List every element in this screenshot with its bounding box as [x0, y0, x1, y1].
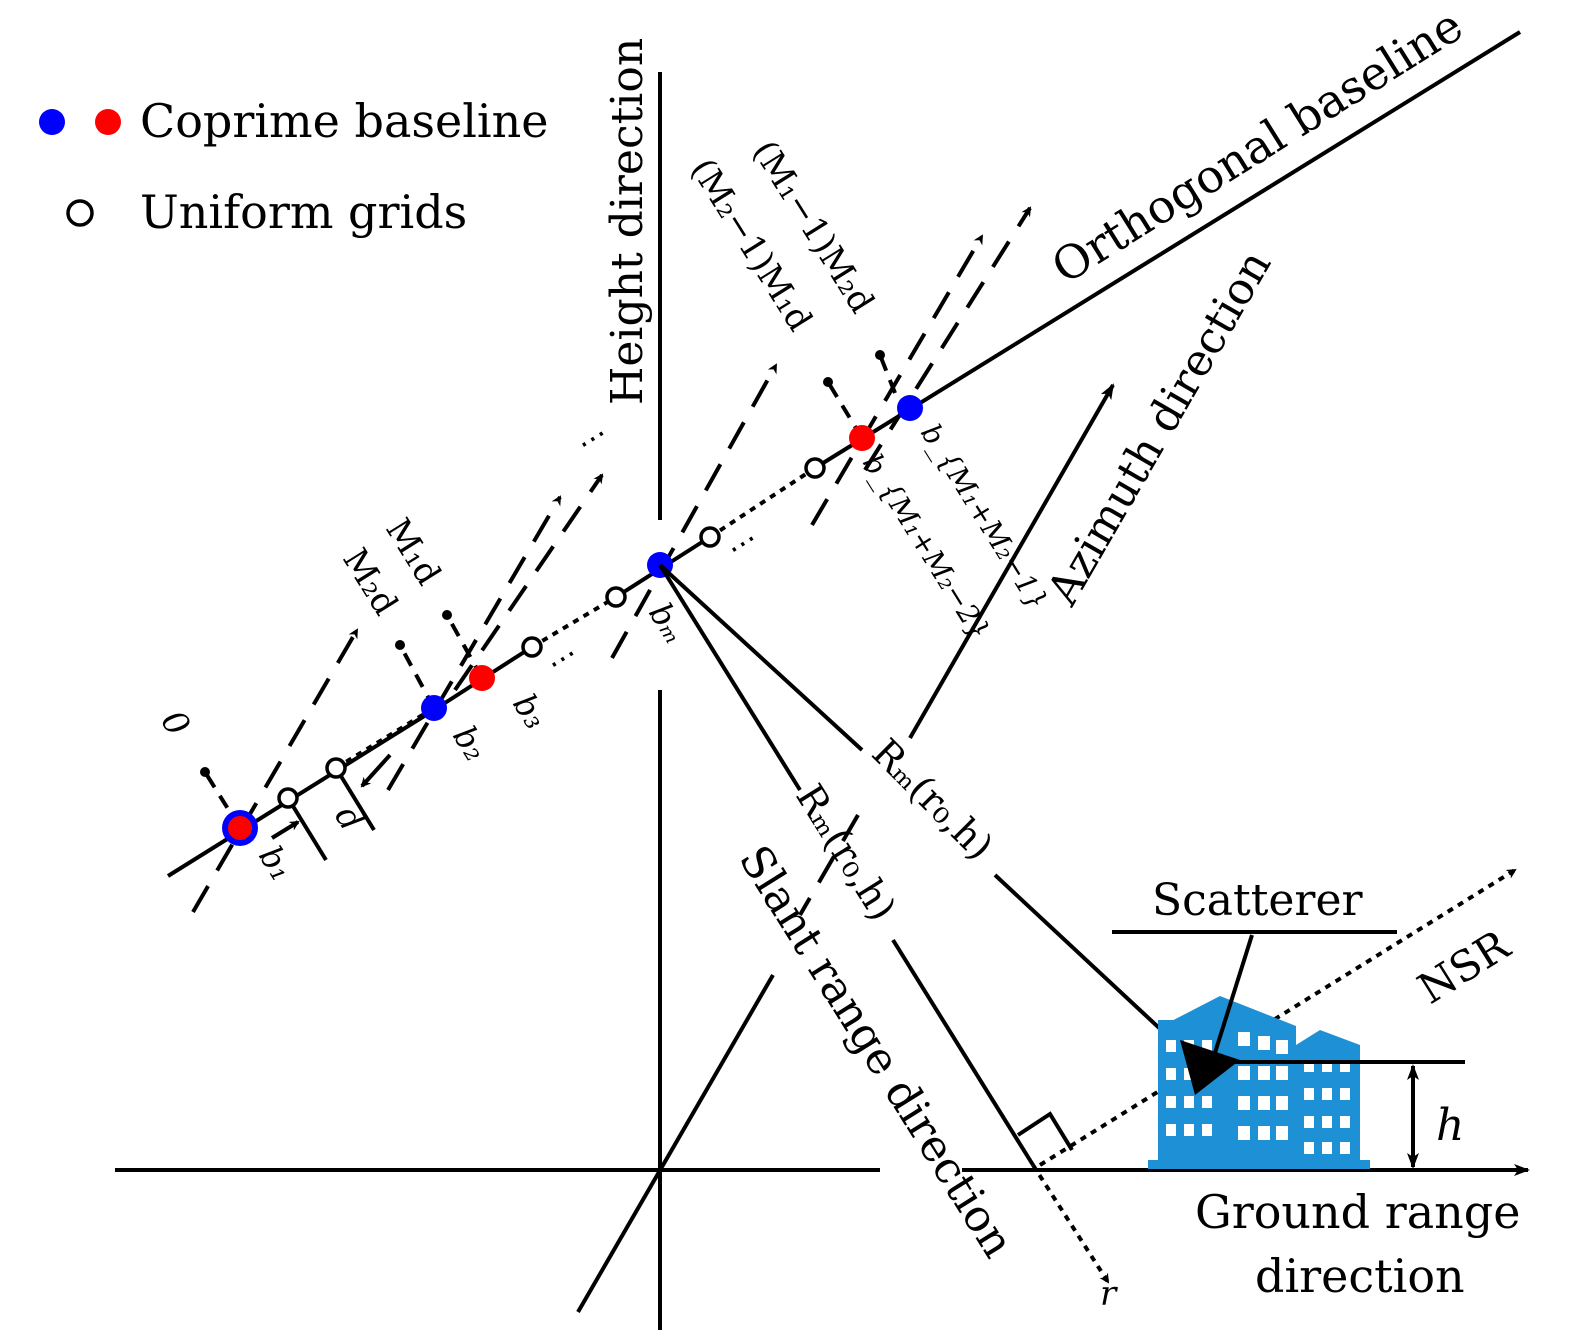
d-arrow-2: [360, 753, 392, 788]
far-arrow-a: [810, 234, 984, 527]
grid-point: [277, 787, 299, 809]
scatterer-pointer: [1206, 934, 1254, 1077]
orthogonal-baseline-dotted2: [708, 466, 817, 539]
range-vector-2a: [658, 563, 864, 752]
m1d-arrow-a: [386, 495, 562, 792]
range-vector-1a: [658, 563, 802, 792]
r-label: r: [1100, 1274, 1118, 1314]
azimuth-axis: [908, 383, 1115, 739]
grid-point: [605, 586, 627, 608]
azimuth-direction-label: Azimuth direction: [1037, 242, 1281, 614]
ellipsis: ⋯: [721, 521, 765, 567]
nsr-axis: [1038, 868, 1517, 1167]
legend: Coprime baseline Uniform grids: [39, 94, 548, 239]
right-angle-marker: [1016, 1111, 1074, 1152]
legend-uniform-label: Uniform grids: [140, 185, 467, 239]
legend-coprime-label: Coprime baseline: [140, 94, 548, 148]
b2-label: b₂: [445, 719, 495, 767]
orthogonal-baseline-dotted: [530, 595, 618, 649]
element-b2-blue: [421, 695, 447, 721]
m2d-arrow: [191, 628, 359, 914]
building-icon: [1148, 996, 1370, 1169]
b1-label: b₁: [251, 839, 301, 887]
element-bM1M2-1-blue: [897, 395, 923, 421]
element-bM1M2-2-red: [849, 425, 875, 451]
ellipsis: ⋯: [541, 636, 585, 682]
legend-blue-dot: [39, 109, 65, 135]
m1d-arrow-b: [453, 473, 604, 692]
h-label: h: [1436, 1100, 1464, 1151]
range-label-2: Rₘ(r₀,h): [864, 730, 1002, 868]
d-tick-2: [334, 766, 376, 832]
bm-dashed: [610, 363, 778, 659]
range-vector-1b: [891, 938, 1035, 1167]
slant-axis: [576, 973, 775, 1314]
r-axis: [1031, 1163, 1110, 1284]
legend-open-circle: [66, 199, 94, 227]
nsr-label: NSR: [1409, 920, 1519, 1014]
ground-range-label-1: Ground range: [1195, 1185, 1520, 1239]
ellipsis: ⋯: [571, 416, 615, 462]
orthogonal-baseline: [166, 708, 436, 878]
grid-point: [325, 757, 347, 779]
grid-point: [804, 457, 826, 479]
slant-axis-dashed: [798, 813, 860, 917]
legend-red-dot: [95, 109, 121, 135]
ground-range-label-2: direction: [1255, 1249, 1465, 1303]
d-tick-1: [286, 796, 328, 862]
orthogonal-baseline-label: Orthogonal baseline: [1042, 0, 1472, 294]
b3-label: b₃: [505, 687, 555, 735]
far-arrow-b: [863, 206, 1032, 472]
grid-point: [699, 526, 721, 548]
element-b3-red: [469, 665, 495, 691]
d-arrow-1: [270, 820, 300, 840]
scatterer-label: Scatterer: [1152, 875, 1363, 926]
d-label: d: [326, 799, 371, 839]
orthogonal-baseline-seg4: [813, 30, 1522, 470]
grid-point: [521, 636, 543, 658]
height-direction-label: Height direction: [602, 38, 653, 405]
zero-label: 0: [152, 704, 197, 744]
element-b1-red: [228, 816, 252, 840]
